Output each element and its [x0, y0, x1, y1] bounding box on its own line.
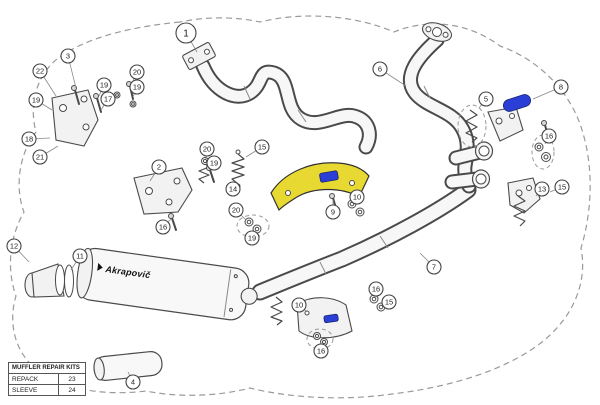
- repair-kit-row: REPACK 23: [9, 374, 85, 385]
- callout-15: 15: [549, 179, 570, 195]
- callout-13: 13: [534, 181, 550, 197]
- svg-text:3: 3: [66, 52, 70, 61]
- callout-16: 16: [368, 281, 384, 297]
- kit-label: REPACK: [12, 375, 39, 383]
- svg-text:8: 8: [559, 83, 563, 92]
- svg-text:15: 15: [385, 298, 393, 307]
- bracket-plate-right-upper: [487, 106, 524, 142]
- callout-12: 12: [6, 238, 30, 263]
- svg-text:19: 19: [32, 96, 40, 105]
- svg-text:1: 1: [183, 29, 189, 40]
- svg-text:14: 14: [229, 185, 237, 194]
- link-pipe: [251, 181, 477, 301]
- callout-10: 10: [349, 189, 365, 205]
- callout-19: 19: [129, 79, 145, 98]
- callout-17: 17: [100, 91, 116, 111]
- svg-text:20: 20: [133, 68, 141, 77]
- callout-15: 15: [381, 294, 397, 310]
- muffler: Akrapovič: [76, 247, 258, 321]
- callout-18: 18: [21, 131, 51, 147]
- header-pipe-right: [402, 32, 477, 194]
- callout-9: 9: [325, 200, 341, 220]
- svg-text:19: 19: [100, 81, 108, 90]
- callout-10: 10: [291, 297, 307, 313]
- svg-text:15: 15: [558, 183, 566, 192]
- callout-15: 15: [245, 139, 270, 158]
- akrapovic-badge-small: [323, 313, 339, 324]
- muffler-endcap-cone: [24, 263, 74, 298]
- svg-text:6: 6: [378, 65, 382, 74]
- repair-kits-title: MUFFLER REPAIR KITS: [9, 363, 85, 374]
- svg-text:22: 22: [36, 67, 44, 76]
- svg-text:15: 15: [258, 143, 266, 152]
- callout-16: 16: [541, 128, 557, 145]
- svg-text:9: 9: [331, 208, 335, 217]
- svg-text:10: 10: [353, 193, 361, 202]
- svg-text:2: 2: [157, 163, 161, 172]
- callout-16: 16: [313, 342, 329, 359]
- callout-4: 4: [125, 371, 141, 390]
- scorpion-logo-icon: [97, 262, 103, 271]
- callout-3: 3: [60, 48, 77, 89]
- svg-text:5: 5: [484, 95, 488, 104]
- dashed-boundary-outline: [9, 15, 591, 399]
- akrapovic-badge: [319, 170, 339, 183]
- svg-text:16: 16: [317, 347, 325, 356]
- callout-7: 7: [419, 252, 442, 275]
- svg-text:19: 19: [248, 234, 256, 243]
- callout-1: 1: [175, 22, 198, 53]
- header-pipe-left: [195, 58, 377, 155]
- svg-text:16: 16: [372, 285, 380, 294]
- callout-11: 11: [70, 248, 88, 271]
- muffler-clamp-blue: [502, 94, 532, 112]
- bracket-plate-center: [133, 167, 193, 215]
- lower-heat-shield: [296, 297, 353, 339]
- callout-5: 5: [478, 91, 494, 109]
- kit-label: SLEEVE: [9, 384, 59, 395]
- svg-text:7: 7: [432, 263, 436, 272]
- callout-19: 19: [28, 92, 53, 111]
- callout-21: 21: [32, 145, 59, 165]
- callout-20: 20: [228, 202, 247, 221]
- svg-text:20: 20: [232, 206, 240, 215]
- callout-8: 8: [532, 79, 569, 100]
- svg-text:16: 16: [545, 132, 553, 141]
- callout-layer: 1322191821191720192201915142019169106581…: [6, 22, 570, 390]
- bracket-plate-top-left: [51, 89, 99, 147]
- kit-part-number: 24: [58, 384, 85, 395]
- callout-19: 19: [206, 155, 222, 171]
- exhaust-flange-right: [421, 22, 453, 42]
- callout-2: 2: [149, 159, 167, 182]
- bracket-plate-right-lower: [507, 177, 541, 214]
- svg-text:10: 10: [295, 301, 303, 310]
- callout-19: 19: [244, 230, 260, 246]
- svg-text:19: 19: [133, 83, 141, 92]
- callout-22: 22: [32, 63, 57, 97]
- svg-text:13: 13: [538, 185, 546, 194]
- kit-part-number: 23: [58, 374, 85, 385]
- callout-20: 20: [199, 141, 215, 160]
- svg-text:20: 20: [203, 145, 211, 154]
- collector-outlets: [444, 141, 494, 190]
- svg-text:4: 4: [131, 378, 135, 387]
- svg-text:17: 17: [104, 95, 112, 104]
- callout-14: 14: [225, 181, 241, 197]
- callout-19: 19: [96, 77, 112, 97]
- svg-text:18: 18: [25, 135, 33, 144]
- svg-text:11: 11: [76, 252, 84, 261]
- callout-16: 16: [155, 218, 172, 235]
- svg-text:16: 16: [159, 223, 167, 232]
- svg-text:19: 19: [210, 159, 218, 168]
- svg-text:21: 21: [36, 153, 44, 162]
- svg-text:12: 12: [10, 242, 18, 251]
- callout-6: 6: [372, 61, 407, 87]
